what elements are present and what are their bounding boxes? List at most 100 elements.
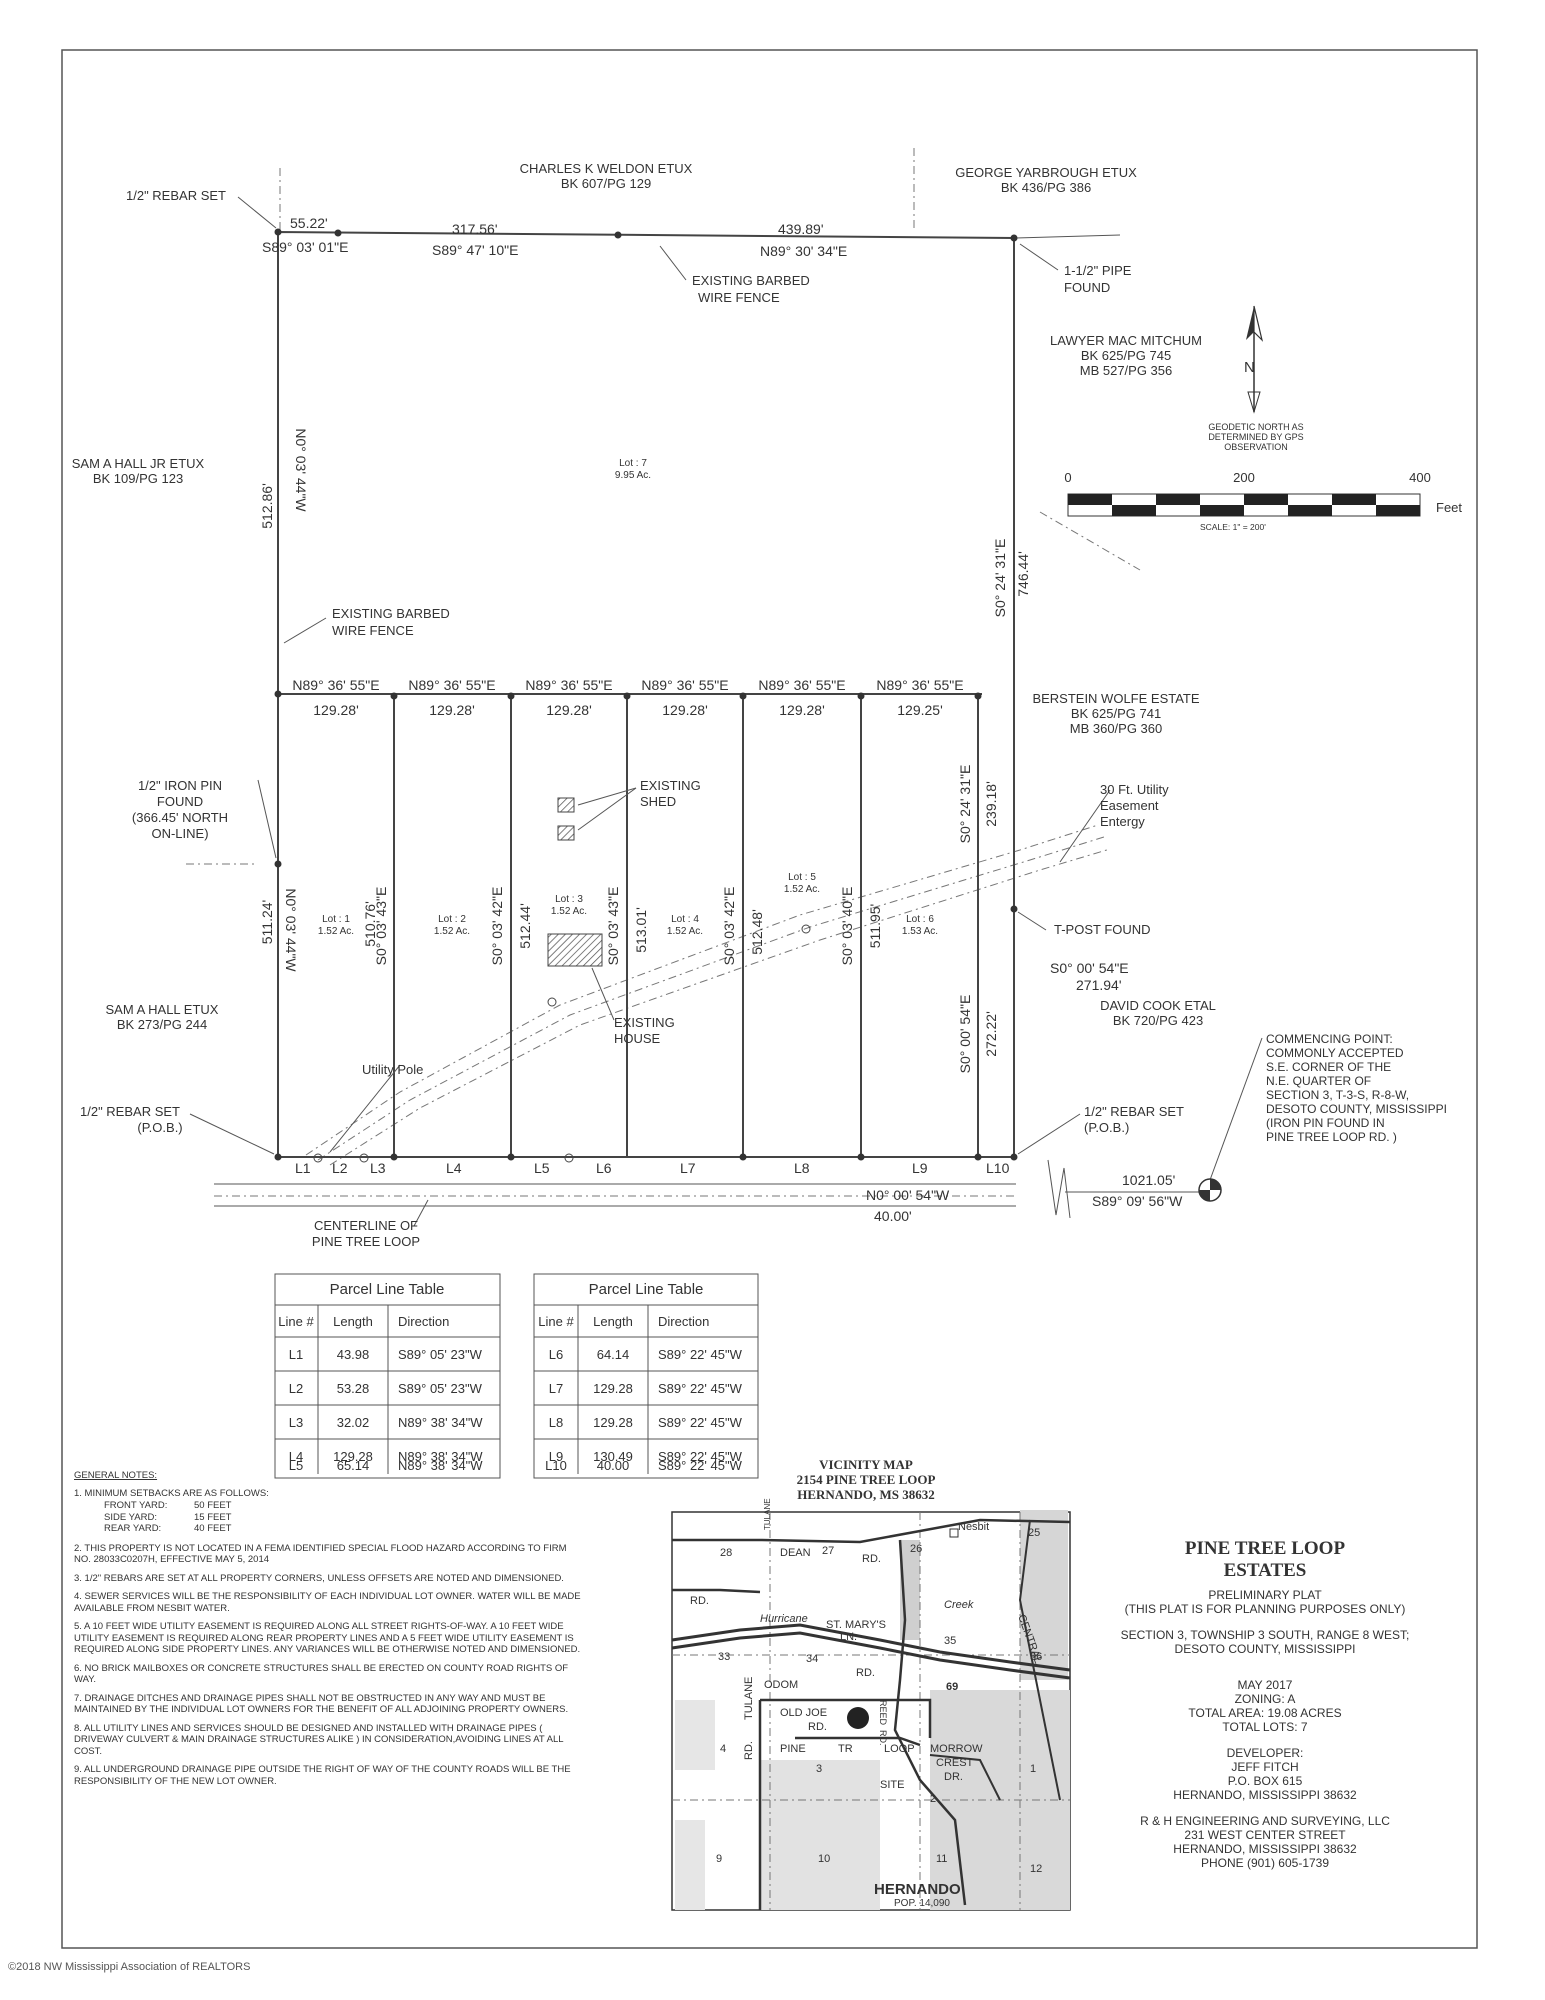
lot-label: Lot : 2 [438,914,466,925]
table-cell: L4 [289,1449,303,1464]
existing-house [547,933,603,967]
table-header: Line # [278,1314,314,1329]
adjoiner-cook: BK 720/PG 423 [1113,1013,1203,1028]
corner-marker [334,229,342,237]
pipe-found-label: 1-1/2" PIPE [1064,263,1132,278]
leader-line [237,196,277,229]
map-label: 12 [1030,1863,1042,1875]
prelim-label: PRELIMINARY PLAT [1208,1588,1322,1602]
lot-area: 1.52 Ac. [551,906,587,917]
table-cell: 43.98 [337,1347,370,1362]
corner-marker [614,231,622,239]
lot-label: Lot : 1 [322,914,350,925]
map-label: OLD JOE [780,1707,827,1719]
map-label: 2 [930,1793,936,1805]
parcel-line-label: L6 [596,1160,612,1176]
dim-lot6-east-dist: 239.18' [983,781,999,827]
existing-shed-2 [557,825,575,841]
fence-label: EXISTING BARBED [332,606,450,621]
map-label: RD. [690,1595,709,1607]
corner-marker [623,692,631,700]
plat-date: MAY 2017 [1237,1678,1293,1692]
parcel-line-label: L5 [534,1160,550,1176]
leader-line [283,617,327,644]
table-title: Parcel Line Table [589,1281,704,1298]
general-note: 5. A 10 FEET WIDE UTILITY EASEMENT IS RE… [74,1621,581,1655]
easement-line-center [317,836,1105,1161]
dim-lot-line-dist: 513.01' [633,907,649,953]
reference-marker [949,1528,959,1538]
leader-line [1059,789,1111,863]
dim-lot-top-dist: 129.28' [779,702,825,718]
north-note-line: GEODETIC NORTH AS [1208,422,1303,432]
dim-lot-top-dist: 129.25' [897,702,943,718]
table-cell: N89° 38' 34"W [398,1415,483,1430]
table-title: Parcel Line Table [330,1281,445,1298]
commencing-label: PINE TREE LOOP RD. ) [1266,1130,1397,1144]
title-block: PINE TREE LOOP ESTATES PRELIMINARY PLAT … [1100,1538,1430,1882]
utility-pole-marker [313,1153,323,1163]
plat-area: TOTAL AREA: 19.08 ACRES [1188,1706,1342,1720]
scale-bar [1067,493,1421,517]
plat-location: SECTION 3, TOWNSHIP 3 SOUTH, RANGE 8 WES… [1100,1628,1430,1656]
map-label: 11 [936,1853,947,1865]
dim-lot7-west-dist: 512.86' [259,483,275,529]
commencing-label: DESOTO COUNTY, MISSISSIPPI [1266,1102,1447,1116]
lot-label: Lot : 4 [671,914,699,925]
lot-area: 1.52 Ac. [667,926,703,937]
map-label: SITE [880,1779,904,1791]
dim-lot-top-bearing: N89° 36' 55"E [758,677,845,693]
map-label: TULANE [743,1677,755,1720]
corner-marker [857,1153,865,1161]
map-label: 28 [720,1547,732,1559]
dim-lot-line-bearing: S0° 03' 42"E [721,887,737,966]
map-label: RD. [862,1553,881,1565]
lot-area: 1.53 Ac. [902,926,938,937]
shed-label: EXISTING [640,778,701,793]
parcel-line-label: L7 [680,1160,696,1176]
dim-lot-line-dist: 512.48' [749,909,765,955]
dim-top-a: 55.22' [290,215,328,231]
table-header: Direction [398,1314,449,1329]
adjoiner-hall: SAM A HALL ETUX [106,1002,219,1017]
setback-label: SIDE YARD: [104,1511,157,1523]
corner-marker [274,860,282,868]
east-reference-line [1039,511,1141,571]
map-label: DR. [944,1771,963,1783]
table-cell: S89° 05' 23"W [398,1381,483,1396]
easement-label: Easement [1100,798,1159,813]
general-notes-heading: GENERAL NOTES: [74,1470,158,1481]
map-label: 10 [818,1853,830,1865]
dim-lot-top-dist: 129.28' [313,702,359,718]
corner-marker [390,1153,398,1161]
map-label: 69 [946,1681,958,1693]
fence-label: WIRE FENCE [332,623,414,638]
adjoiner-hall-jr: BK 109/PG 123 [93,471,183,486]
table-cell: L10 [545,1458,567,1473]
lot-label: Lot : 3 [555,894,583,905]
pob-left-label: (P.O.B.) [137,1120,182,1135]
fence-label: EXISTING BARBED [692,273,810,288]
north-letter: N [1244,359,1255,376]
dim-lot1-west-bearing: N0° 03' 44"W [283,888,299,972]
scale-tick: 0 [1064,470,1071,485]
lot-label: Lot : 7 [619,458,647,469]
table-cell: 32.02 [337,1415,370,1430]
parcel-line-label: L1 [295,1160,311,1176]
table-cell: S89° 22' 45"W [658,1449,743,1464]
dim-lot6-east-bearing: S0° 24' 31"E [957,765,973,844]
existing-shed-1 [557,797,575,813]
general-note: 7. DRAINAGE DITCHES AND DRAINAGE PIPES S… [74,1692,569,1716]
section-text: SECTION 3, TOWNSHIP 3 SOUTH, RANGE 8 WES… [1120,1628,1410,1642]
commencing-label: SECTION 3, T-3-S, R-8-W, [1266,1088,1409,1102]
leader-line [329,1064,401,1153]
dim-top-a-bearing: S89° 03' 01"E [262,239,348,255]
parcel-line-table-2 [533,1273,759,1479]
map-label: 36 [1030,1651,1042,1663]
utility-pole-marker [801,924,811,934]
dim-road-dist: 40.00' [874,1208,912,1224]
table-cell: 129.28 [333,1449,373,1464]
corner-marker [1010,234,1018,242]
engineer-city: HERNANDO, MISSISSIPPI 38632 [1173,1842,1357,1856]
